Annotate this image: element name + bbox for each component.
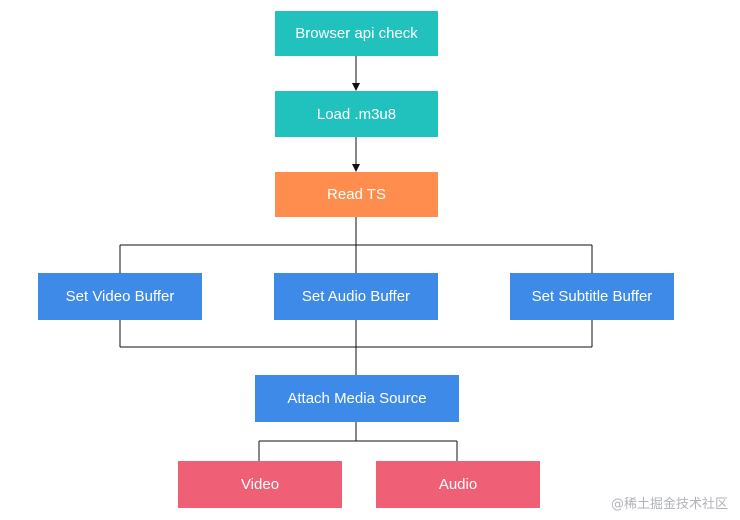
read-ts-label: Read TS [327,186,386,203]
audio-label: Audio [438,476,478,493]
browser-api-check-label: Browser api check [295,25,418,42]
video-node: Video [178,461,342,508]
read-ts-node: Read TS [275,172,438,217]
set-video-buffer-node: Set Video Buffer [38,273,202,320]
set-audio-buffer-node: Set Audio Buffer [274,273,438,320]
load-m3u8-label: Load .m3u8 [316,105,397,123]
set-video-buffer-label: Set Video Buffer [65,288,175,305]
set-audio-buffer-label: Set Audio Buffer [301,288,411,305]
watermark: @稀土掘金技术社区 [610,497,728,512]
audio-node: Audio [376,461,540,508]
set-subtitle-buffer-label: Set Subtitle Buffer [531,288,653,305]
load-m3u8-node: Load .m3u8 [275,91,438,137]
attach-media-source-label: Attach Media Source [287,390,427,407]
video-label: Video [240,476,280,493]
set-subtitle-buffer-node: Set Subtitle Buffer [510,273,674,320]
browser-api-check-node: Browser api check [275,11,438,56]
attach-media-source-node: Attach Media Source [255,375,459,422]
